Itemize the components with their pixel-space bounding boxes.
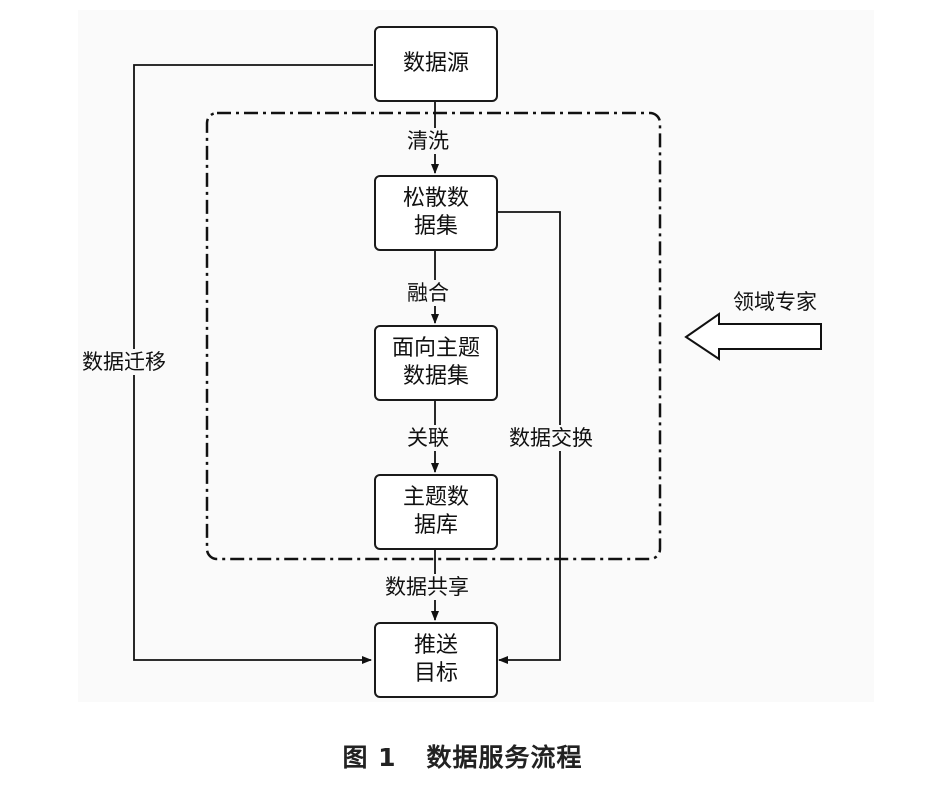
figure-title: 数据服务流程: [426, 743, 583, 772]
label-domain-expert: 领域专家: [733, 289, 817, 315]
label-migrate: 数据迁移: [82, 349, 166, 375]
node-topic-dataset: 面向主题数据集: [374, 325, 498, 401]
figure-caption: 图 1 数据服务流程: [0, 738, 925, 774]
edge-migrate: [133, 64, 373, 664]
expert-arrow: [684, 312, 822, 361]
process-boundary: [205, 111, 662, 561]
label-associate: 关联: [407, 425, 449, 451]
figure-number: 图 1: [342, 743, 397, 772]
node-topic-database: 主题数据库: [374, 474, 498, 550]
node-push-target: 推送目标: [374, 622, 498, 698]
node-loose-dataset: 松散数据集: [374, 175, 498, 251]
label-clean: 清洗: [407, 128, 449, 154]
label-share: 数据共享: [385, 574, 469, 600]
label-exchange: 数据交换: [509, 425, 593, 451]
label-fuse: 融合: [407, 280, 449, 306]
node-data-source: 数据源: [374, 26, 498, 102]
